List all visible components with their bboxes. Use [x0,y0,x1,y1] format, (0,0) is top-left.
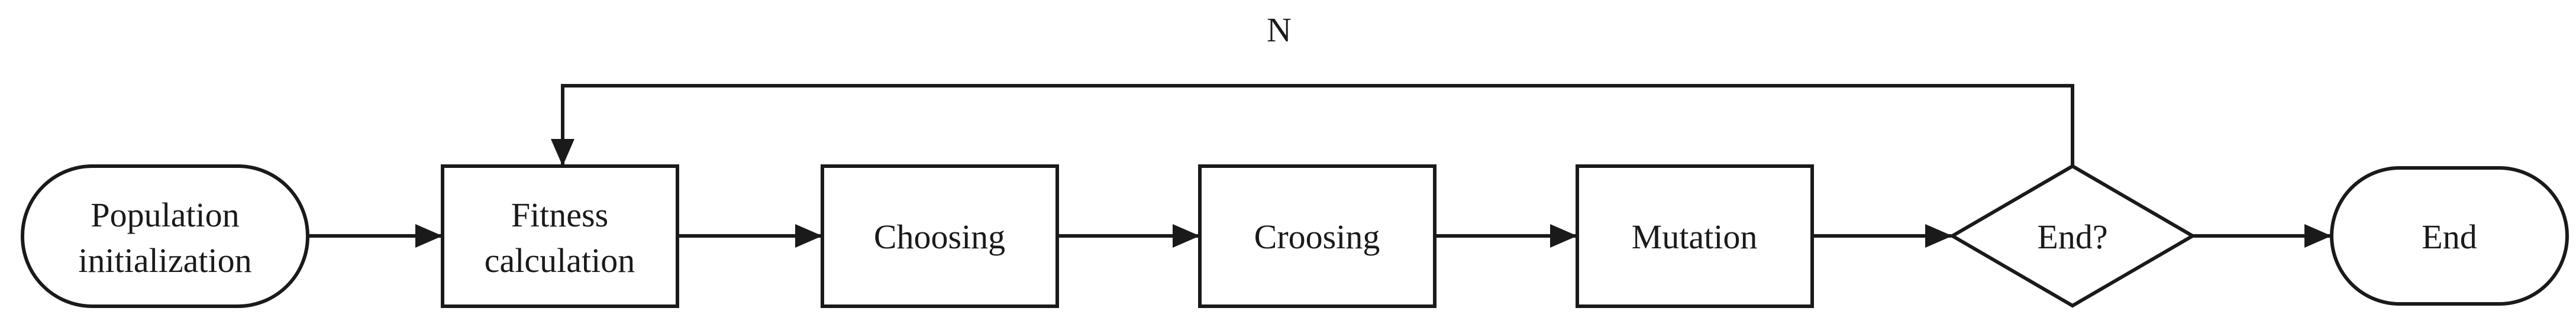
mutation-node: Mutation [1576,164,1814,308]
fitness-calculation-label-line2: calculation [485,241,635,280]
end-label: End [2422,218,2477,256]
loop-label-n: N [1267,11,1292,49]
population-initialization-label-line2: initialization [78,241,251,280]
end-decision-shape [1949,164,2196,308]
end-decision-node: End? [1949,164,2196,308]
mutation-shape [1576,164,1814,308]
choosing-node: Choosing [821,164,1059,308]
end-decision-label: End? [2037,218,2107,256]
crossing-shape [1198,164,1437,308]
end-node: End [2330,166,2569,306]
fitness-calculation-shape [441,164,679,308]
crossing-label: Croosing [1254,218,1380,256]
fitness-calculation-label-line1: Fitness [511,196,608,234]
population-initialization-shape [21,164,309,308]
fitness-calculation-node: Fitness calculation [441,164,679,308]
end-shape [2330,166,2569,306]
arrow-loop-back-no [551,84,2074,166]
choosing-shape [821,164,1059,308]
mutation-label: Mutation [1632,218,1758,256]
population-initialization-label-line1: Population [91,196,239,234]
population-initialization-node: Population initialization [21,164,309,308]
choosing-label: Choosing [874,218,1005,256]
crossing-node: Croosing [1198,164,1437,308]
